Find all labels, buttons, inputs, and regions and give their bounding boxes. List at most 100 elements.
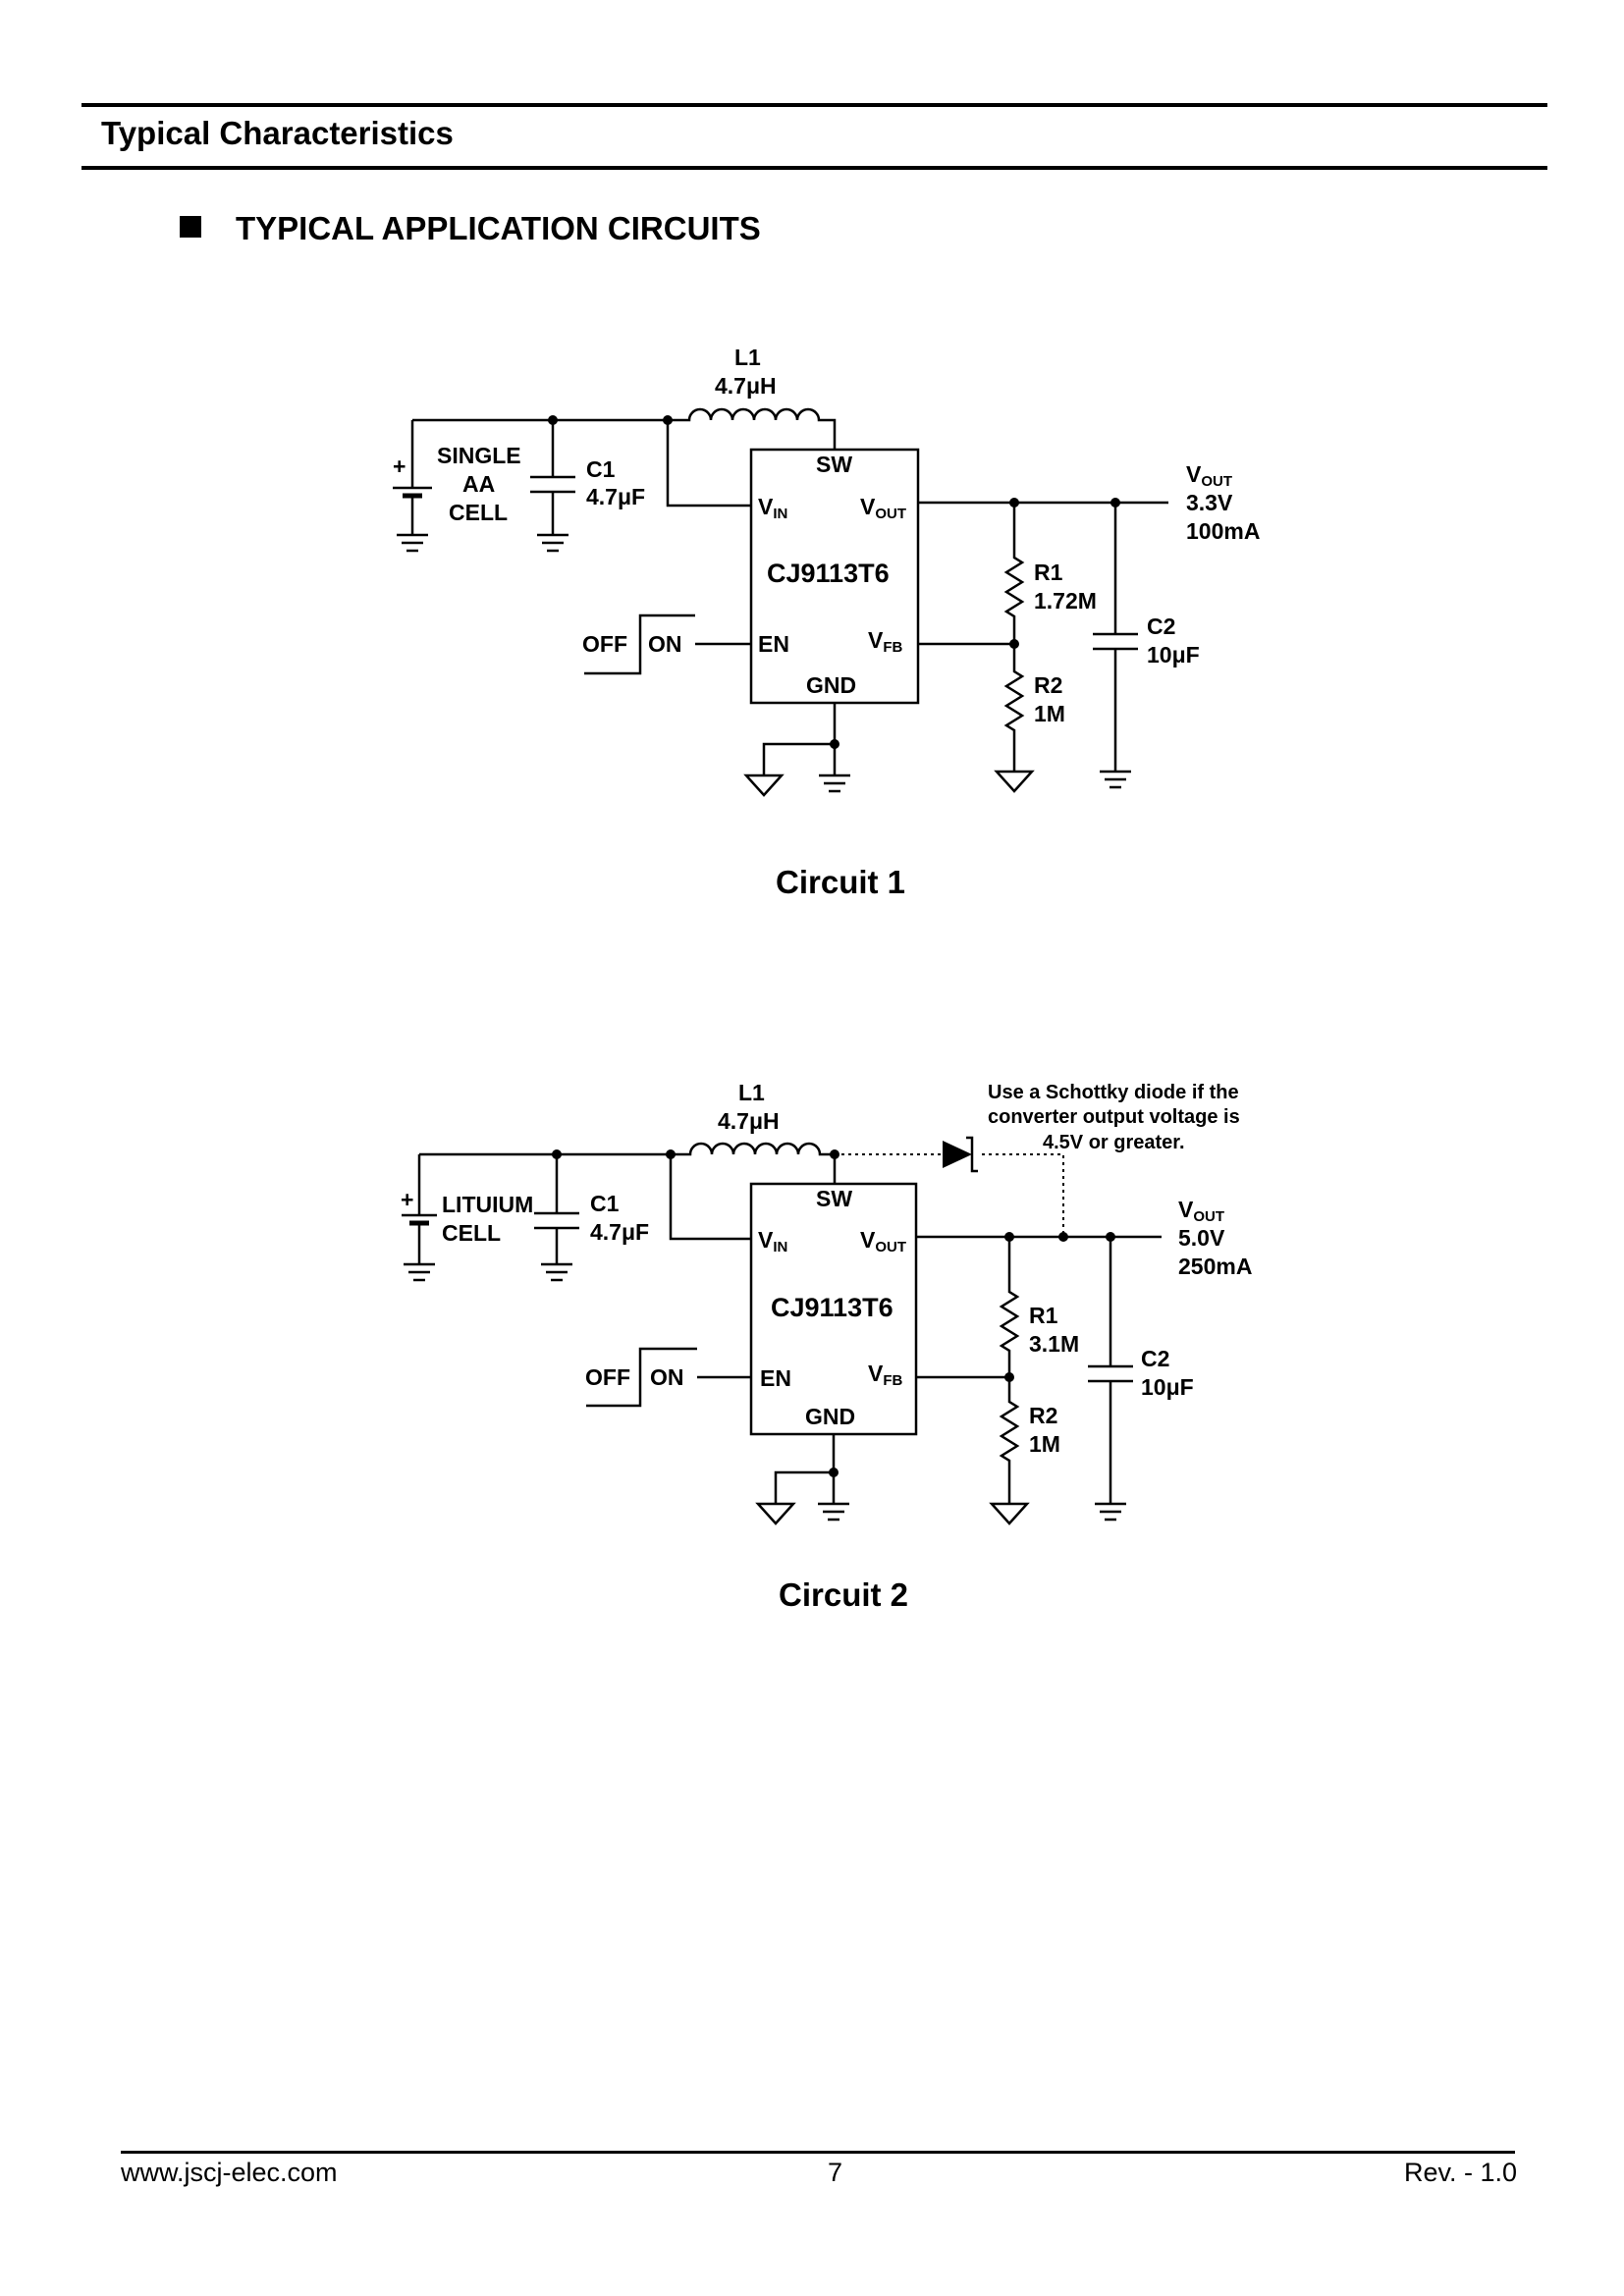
c1-chassis-ground-icon: [743, 774, 785, 797]
c2-schottky-diode-icon: [943, 1136, 978, 1173]
c2-switch-on: ON: [650, 1364, 684, 1390]
c2-gnd-node-dot: [829, 1468, 839, 1477]
c1-battery-plus: +: [393, 454, 406, 479]
c2-pin-gnd: GND: [805, 1404, 855, 1429]
c2-switch-off: OFF: [585, 1364, 630, 1390]
c1-pin-vout: VOUT: [860, 494, 906, 522]
c2-r2-name: R2: [1029, 1403, 1057, 1428]
c2-out-current: 250mA: [1178, 1254, 1252, 1279]
c1-output-capacitor-icon: [1093, 503, 1138, 789]
c1-ic-name: CJ9113T6: [767, 559, 890, 588]
c2-gnd-wire: [774, 1434, 836, 1504]
c2-pin-vin: VIN: [758, 1227, 787, 1255]
c1-r1-name: R1: [1034, 560, 1063, 585]
c1-r1-icon: [1003, 503, 1025, 644]
c2-c1-value: 4.7μF: [590, 1219, 649, 1245]
c2-r2-value: 1M: [1029, 1431, 1060, 1457]
c2-source-label-1: LITUIUM: [442, 1192, 533, 1217]
c1-switch-on: ON: [648, 631, 682, 657]
c2-diode-dotted-wire: [835, 1153, 1064, 1237]
c1-c2-value: 10μF: [1147, 642, 1200, 667]
footer-rule: [121, 2151, 1515, 2154]
c1-inductor-icon: [668, 407, 837, 450]
c2-c1-name: C1: [590, 1191, 620, 1216]
c1-source-label-1: SINGLE: [437, 443, 521, 468]
c1-vin-wire: [666, 420, 751, 507]
c2-pin-vout: VOUT: [860, 1227, 906, 1255]
c1-out-voltage: 3.3V: [1186, 490, 1233, 515]
c1-ic-ground-icon: [819, 774, 850, 793]
footer-page-number: 7: [828, 2158, 843, 2187]
c1-source-label-3: CELL: [449, 500, 508, 525]
c2-switch-icon: [586, 1347, 697, 1408]
c2-output-capacitor-icon: [1088, 1237, 1133, 1522]
c2-out-label: VOUT: [1178, 1197, 1224, 1225]
c2-vout-dot-2: [1058, 1232, 1068, 1242]
c2-r1-icon: [999, 1237, 1020, 1377]
c2-caption: Circuit 2: [779, 1576, 908, 1613]
c2-battery-icon: [402, 1213, 437, 1282]
c1-r2-value: 1M: [1034, 701, 1065, 726]
c2-ic-name: CJ9113T6: [771, 1293, 893, 1322]
c2-r1-value: 3.1M: [1029, 1331, 1079, 1357]
c2-junction-dot: [552, 1149, 562, 1159]
c1-inductor-value: 4.7μH: [715, 373, 777, 399]
circuit-1: + SINGLE AA CELL C1 4.7μF L1 4.7μH SW VI…: [393, 345, 1260, 900]
c1-pin-gnd: GND: [806, 672, 856, 698]
c1-c1-name: C1: [586, 456, 616, 482]
c2-source-label-2: CELL: [442, 1220, 501, 1246]
c2-pin-sw: SW: [816, 1186, 852, 1211]
c1-r2-name: R2: [1034, 672, 1062, 698]
c2-r2-icon: [999, 1377, 1020, 1504]
c2-battery-plus: +: [401, 1187, 413, 1212]
page-header-title: Typical Characteristics: [101, 115, 454, 151]
c2-r2-ground-icon: [989, 1502, 1030, 1525]
c1-gnd-wire: [762, 703, 837, 775]
header-top-rule: [81, 103, 1547, 107]
c2-pin-en: EN: [760, 1365, 791, 1391]
c1-out-current: 100mA: [1186, 518, 1260, 544]
c1-c1-value: 4.7μF: [586, 484, 645, 509]
c2-c2-name: C2: [1141, 1346, 1169, 1371]
c1-pin-en: EN: [758, 631, 789, 657]
c2-note-line-3: 4.5V or greater.: [1043, 1132, 1185, 1153]
c1-pin-sw: SW: [816, 452, 852, 477]
section-title: TYPICAL APPLICATION CIRCUITS: [236, 210, 761, 246]
c2-out-voltage: 5.0V: [1178, 1225, 1225, 1251]
section-heading: TYPICAL APPLICATION CIRCUITS: [180, 210, 761, 247]
c2-note-line-1: Use a Schottky diode if the: [988, 1082, 1239, 1103]
c1-gnd-node-dot: [830, 739, 839, 749]
c1-switch-off: OFF: [582, 631, 627, 657]
c1-c2-name: C2: [1147, 614, 1175, 639]
c1-r2-ground-icon: [994, 770, 1035, 793]
c2-input-capacitor-icon: [534, 1154, 579, 1282]
c1-source-label-2: AA: [462, 471, 495, 497]
c2-inductor-value: 4.7μH: [718, 1108, 780, 1134]
c1-caption: Circuit 1: [776, 864, 905, 900]
c1-input-capacitor-icon: [530, 420, 575, 553]
c2-r1-name: R1: [1029, 1303, 1058, 1328]
c2-ic-ground-icon: [818, 1502, 849, 1522]
footer-revision: Rev. - 1.0: [1404, 2158, 1518, 2187]
header-bottom-rule: [81, 166, 1547, 170]
c1-inductor-name: L1: [734, 345, 761, 370]
c2-chassis-ground-icon: [755, 1502, 796, 1525]
c2-inductor-icon: [671, 1142, 837, 1184]
c2-vin-wire: [669, 1154, 751, 1241]
c1-out-label: VOUT: [1186, 461, 1232, 490]
c1-battery-icon: [393, 486, 432, 553]
c2-c2-value: 10μF: [1141, 1374, 1194, 1400]
circuit-2: + LITUIUM CELL C1 4.7μF L1 4.7μH Use a S: [401, 1080, 1252, 1613]
c2-inductor-name: L1: [738, 1080, 765, 1105]
c1-pin-vfb: VFB: [868, 627, 903, 656]
c2-note-line-2: converter output voltage is: [988, 1106, 1240, 1128]
c1-pin-vin: VIN: [758, 494, 787, 522]
c1-junction-dot: [548, 415, 558, 425]
c1-r2-icon: [1003, 644, 1025, 772]
c1-r1-value: 1.72M: [1034, 588, 1097, 614]
bullet-square-icon: [180, 216, 201, 238]
c1-switch-icon: [584, 614, 695, 675]
c2-pin-vfb: VFB: [868, 1361, 903, 1389]
footer-website: www.jscj-elec.com: [121, 2158, 338, 2187]
